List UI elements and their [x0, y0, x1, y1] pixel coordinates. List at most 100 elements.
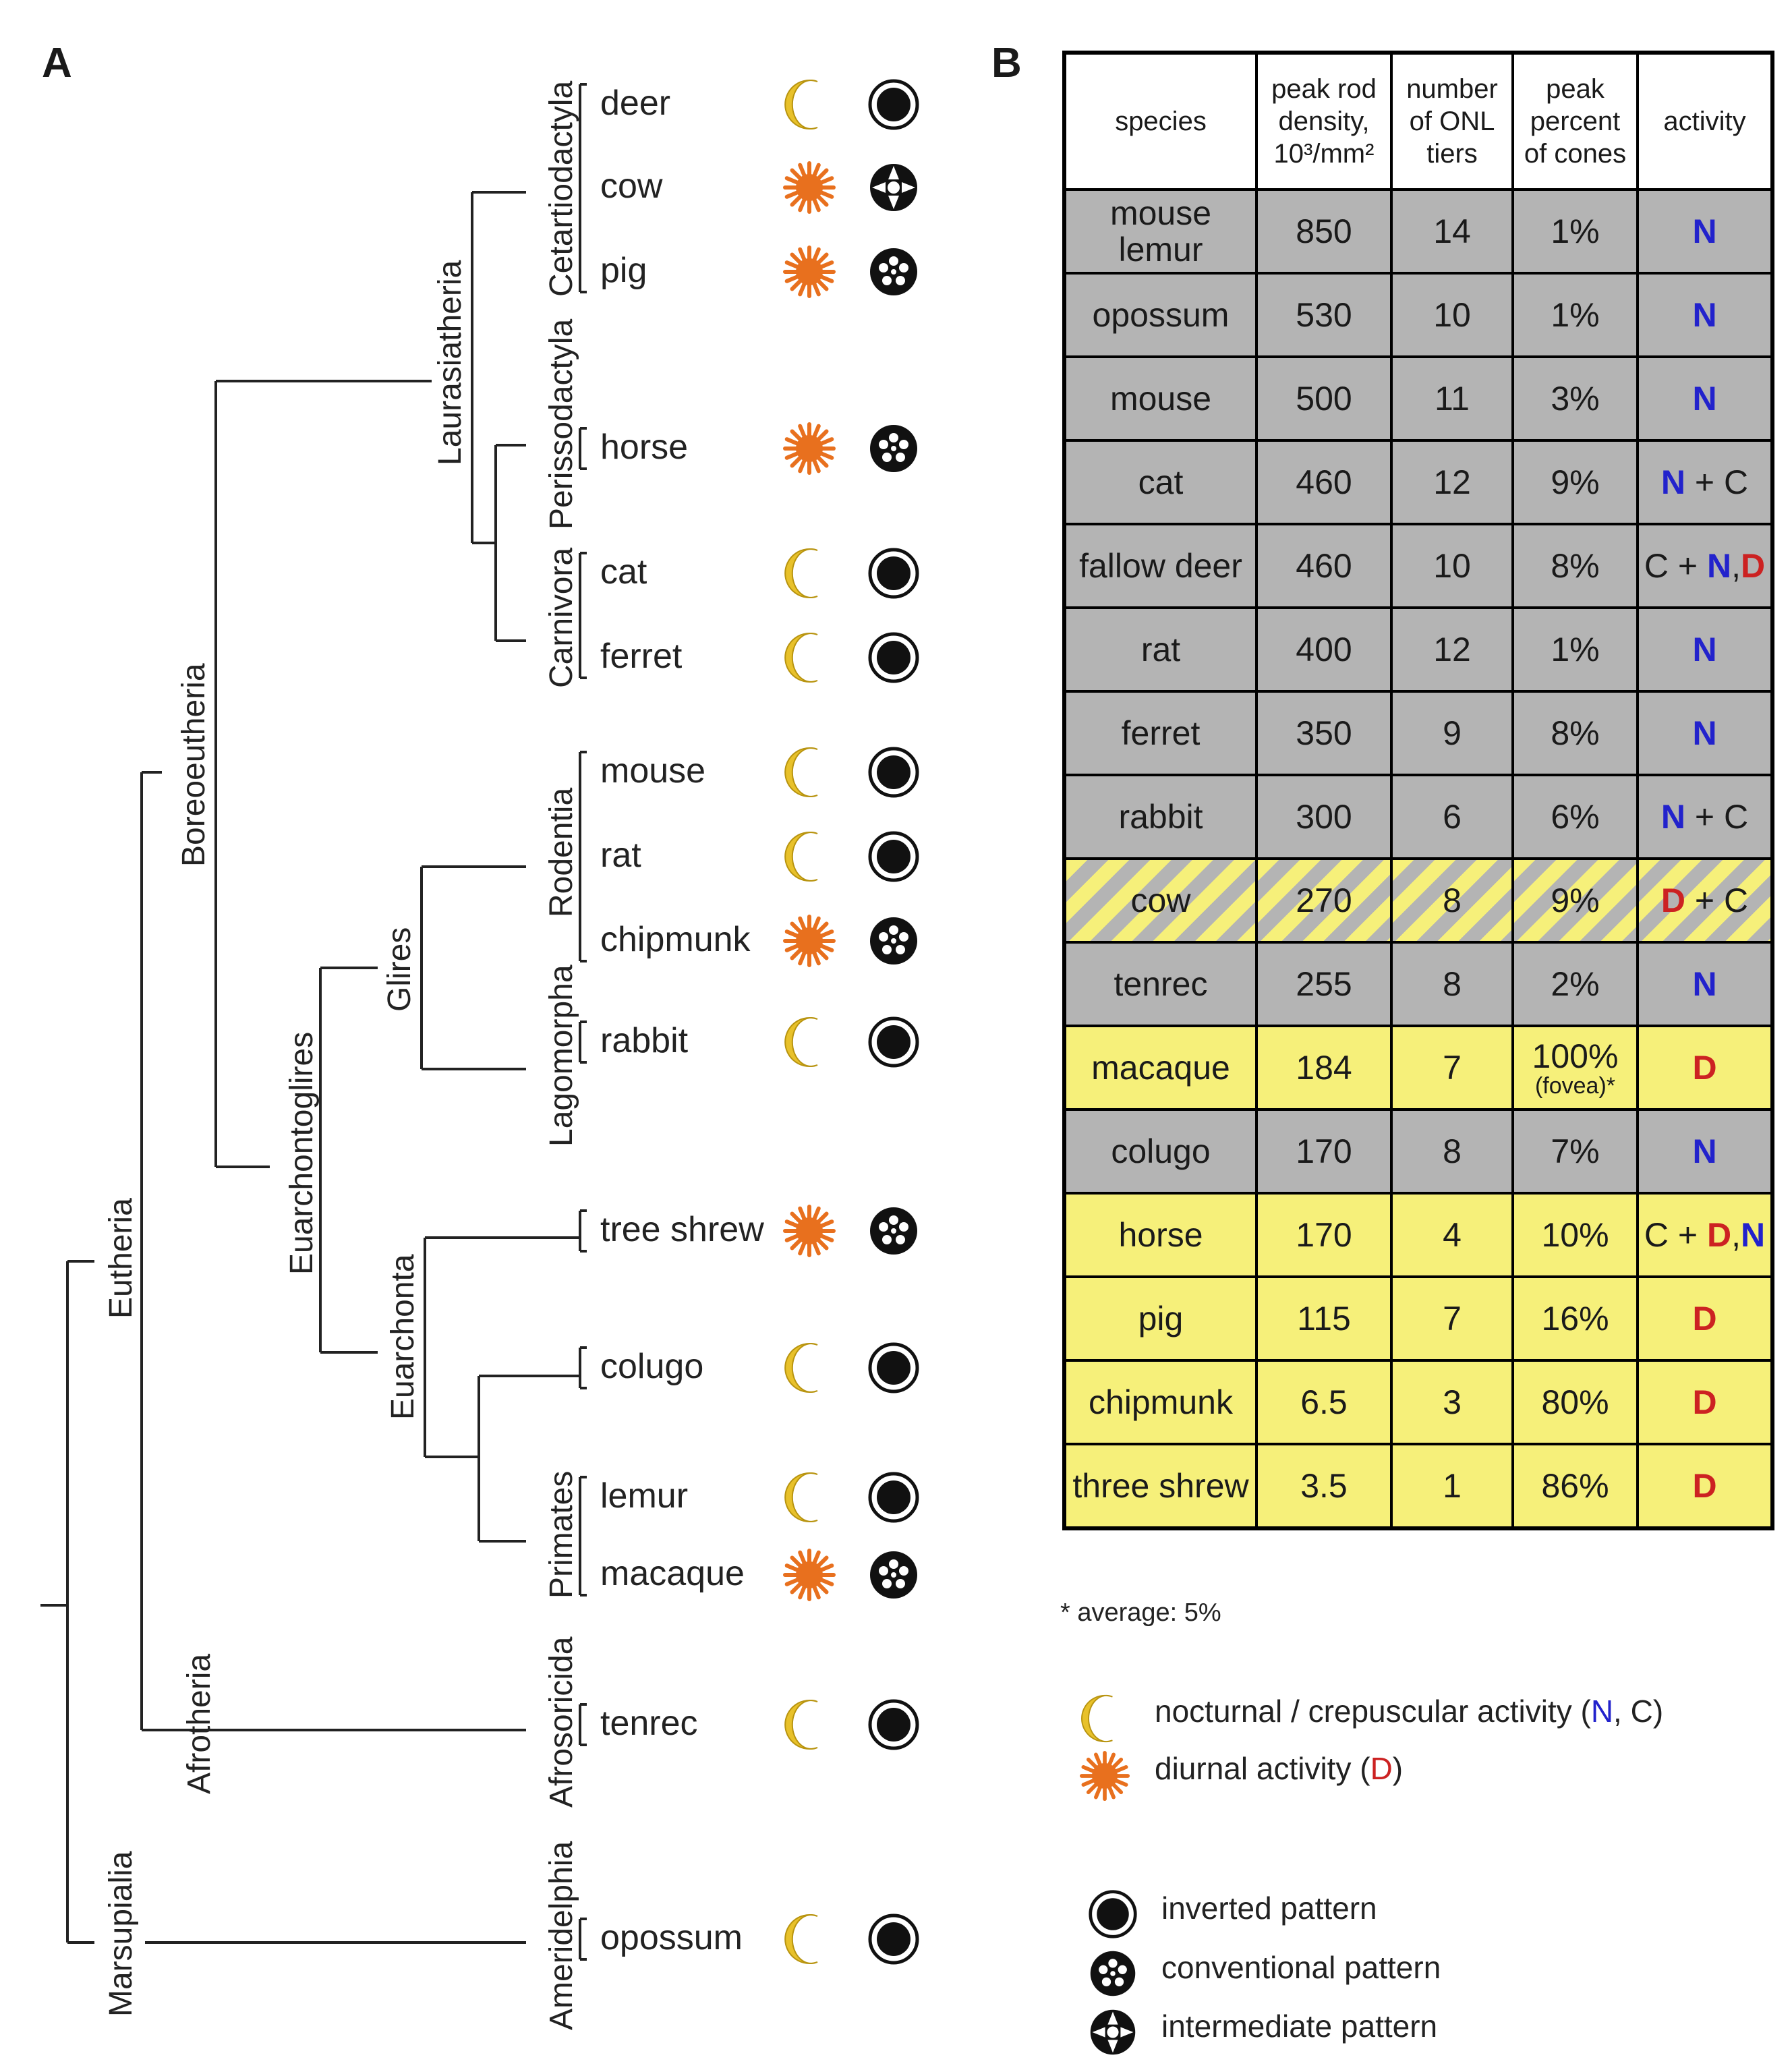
cell-activity: C + N,D [1636, 523, 1774, 609]
clade-label: Primates [544, 1470, 579, 1599]
sun-icon [782, 1548, 836, 1605]
legend-inverted: inverted pattern [1161, 1891, 1377, 1926]
legend-intermediate: intermediate pattern [1161, 2009, 1438, 2044]
activity-code: D [1706, 1216, 1732, 1254]
cell-onl-tiers: 6 [1390, 774, 1514, 860]
cell-onl-tiers: 7 [1390, 1275, 1514, 1362]
activity-code: N [1692, 296, 1717, 334]
clade-label: Glires [382, 927, 417, 1012]
moon-icon [782, 546, 836, 604]
cell-onl-tiers: 8 [1390, 857, 1514, 944]
cell-onl-tiers: 12 [1390, 606, 1514, 693]
clade-label: Euarchonta [385, 1254, 421, 1420]
species-label: tree shrew [600, 1210, 764, 1249]
intermediate-pattern-icon [867, 161, 921, 218]
cones-value: 8% [1551, 547, 1600, 585]
activity-code: N [1692, 380, 1717, 418]
moon-icon [1079, 1693, 1130, 1748]
cell-rod-density: 530 [1255, 272, 1393, 358]
cones-value: 1% [1551, 631, 1600, 668]
legend-diurnal: diurnal activity (D) [1155, 1751, 1404, 1786]
moon-icon [782, 1015, 836, 1072]
cell-rod-density: 500 [1255, 355, 1393, 442]
panel-a-label: A [42, 40, 72, 86]
moon-icon [782, 745, 836, 803]
cones-value: 86% [1541, 1467, 1609, 1505]
cell-rod-density: 850 [1255, 188, 1393, 275]
cones-value: 3% [1551, 380, 1600, 418]
sun-icon [782, 914, 836, 971]
activity-code: , [1731, 547, 1741, 585]
cell-rod-density: 170 [1255, 1108, 1393, 1195]
cell-percent-cones: 16% [1511, 1275, 1639, 1362]
cell-species: rabbit [1063, 774, 1258, 860]
inverted-pattern-icon [867, 78, 921, 135]
sun-icon [782, 245, 836, 302]
cell-rod-density: 460 [1255, 523, 1393, 609]
conventional-pattern-icon [867, 914, 921, 971]
cell-activity: N + C [1636, 439, 1774, 525]
cell-species: fallow deer [1063, 523, 1258, 609]
activity-code: C + [1644, 547, 1707, 585]
inverted-pattern-icon [867, 830, 921, 887]
cell-percent-cones: 86% [1511, 1443, 1639, 1530]
cell-onl-tiers: 9 [1390, 690, 1514, 776]
clade-label: Ameridelphia [544, 1841, 579, 2030]
species-label: cat [600, 552, 647, 592]
conventional-pattern-icon [867, 1548, 921, 1605]
moon-icon [782, 1912, 836, 1969]
cell-species: chipmunk [1063, 1359, 1258, 1445]
conventional-pattern-icon [867, 422, 921, 479]
cell-activity: D + C [1636, 857, 1774, 944]
cell-species: mouse [1063, 355, 1258, 442]
cell-species: rat [1063, 606, 1258, 693]
sun-icon [782, 422, 836, 479]
species-label: mouse [600, 751, 706, 790]
clade-label: Lagomorpha [544, 965, 579, 1147]
species-label: chipmunk [600, 920, 751, 959]
cell-activity: N [1636, 188, 1774, 275]
header-rod-density: peak rod density, 10³/mm² [1255, 51, 1393, 191]
species-label: pig [600, 251, 647, 290]
phylogenetic-tree [40, 83, 587, 1961]
clade-label: Eutheria [103, 1198, 139, 1319]
cell-percent-cones: 9% [1511, 439, 1639, 525]
cell-onl-tiers: 14 [1390, 188, 1514, 275]
table-footnote: * average: 5% [1060, 1599, 1221, 1627]
cell-species: cow [1063, 857, 1258, 944]
inverted-pattern-icon [867, 1698, 921, 1755]
moon-icon [782, 78, 836, 135]
cell-rod-density: 6.5 [1255, 1359, 1393, 1445]
activity-code: + C [1685, 882, 1749, 919]
clade-label: Afrotheria [181, 1653, 217, 1794]
species-label: rabbit [600, 1021, 689, 1060]
activity-code: D [1660, 882, 1685, 919]
inverted-pattern-icon [1087, 1889, 1138, 1943]
cell-percent-cones: 8% [1511, 690, 1639, 776]
intermediate-pattern-icon [1087, 2007, 1138, 2061]
activity-code: N [1706, 547, 1732, 585]
panel-b-label: B [991, 40, 1022, 86]
conventional-pattern-icon [867, 245, 921, 302]
cell-species: horse [1063, 1192, 1258, 1278]
cell-species: cat [1063, 439, 1258, 525]
activity-code: N [1741, 1216, 1766, 1254]
species-label: ferret [600, 637, 683, 676]
cell-onl-tiers: 10 [1390, 523, 1514, 609]
cell-rod-density: 270 [1255, 857, 1393, 944]
sun-icon [1079, 1750, 1130, 1805]
activity-code: N [1692, 965, 1717, 1003]
conventional-pattern-icon [1087, 1948, 1138, 2003]
header-activity: activity [1636, 51, 1774, 191]
legend-nocturnal: nocturnal / crepuscular activity (N, C) [1155, 1694, 1664, 1729]
cones-value: 6% [1551, 798, 1600, 836]
cell-percent-cones: 10% [1511, 1192, 1639, 1278]
cell-onl-tiers: 1 [1390, 1443, 1514, 1530]
sun-icon [782, 161, 836, 218]
